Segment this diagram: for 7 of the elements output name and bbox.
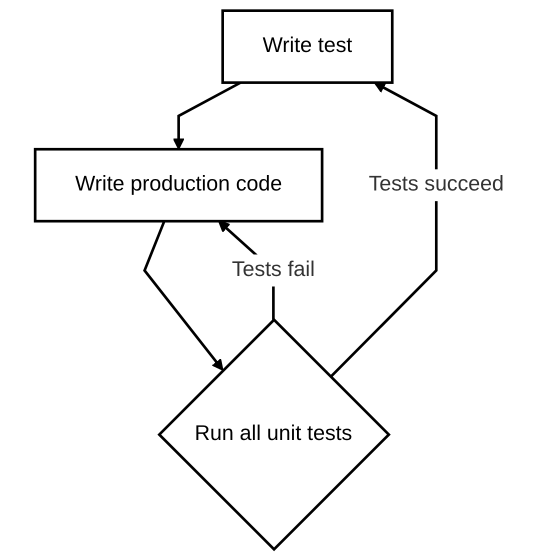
edge-label: Tests succeed <box>368 173 504 196</box>
arrow <box>143 220 224 371</box>
node-diamond: Run all unit tests <box>157 318 391 552</box>
node-box: Write test <box>221 9 394 84</box>
arrow <box>330 82 438 378</box>
edge-label: Tests fail <box>232 258 315 282</box>
node-box: Write production code <box>34 148 324 223</box>
